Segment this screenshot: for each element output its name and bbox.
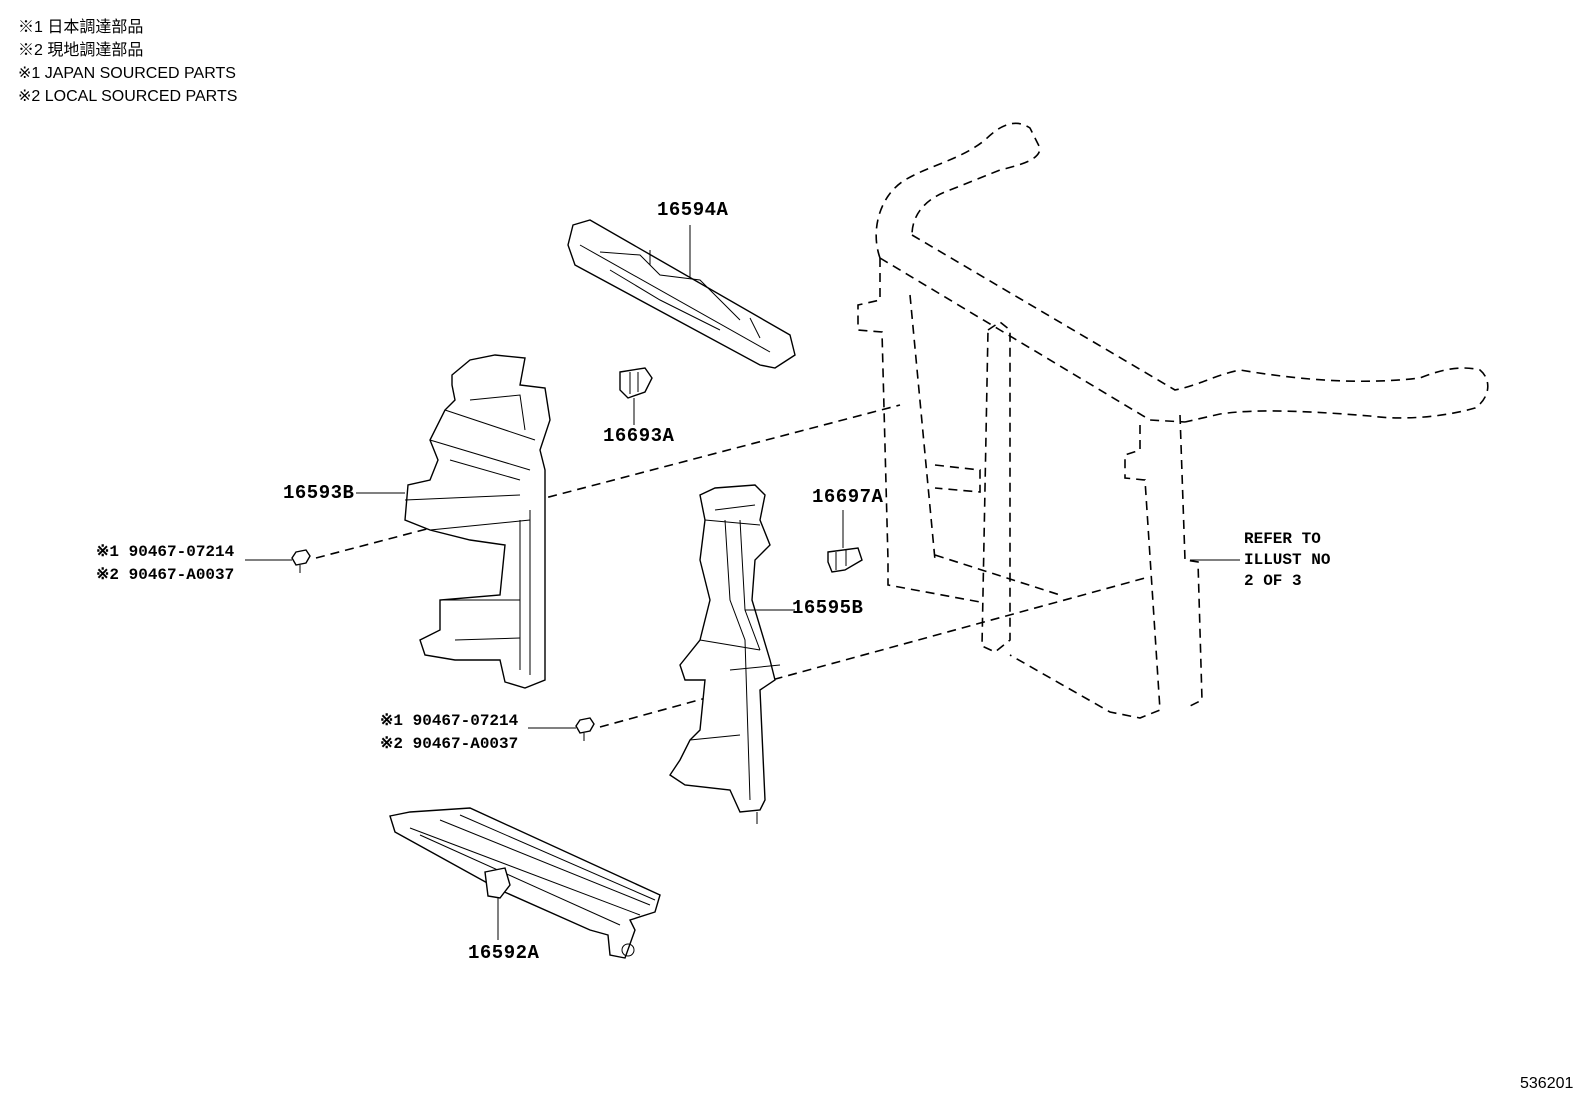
clip-16697A-drawing bbox=[827, 547, 863, 573]
seal-16593B-drawing bbox=[404, 354, 551, 689]
fastener-lower-line1[interactable]: ※1 90467-07214 bbox=[380, 712, 519, 730]
seal-16595B-drawing bbox=[669, 484, 781, 824]
part-label-16693A[interactable]: 16693A bbox=[603, 425, 675, 447]
fastener-leader-lower bbox=[599, 577, 1146, 728]
diagram-code: 536201 bbox=[1520, 1075, 1574, 1092]
part-label-16697A[interactable]: 16697A bbox=[812, 486, 884, 508]
seal-16592A-drawing bbox=[389, 807, 661, 959]
part-label-16593B[interactable]: 16593B bbox=[283, 482, 355, 504]
clip-16693A-drawing bbox=[619, 367, 653, 399]
fastener-lower-line2[interactable]: ※2 90467-A0037 bbox=[380, 735, 519, 753]
fastener-upper-line2[interactable]: ※2 90467-A0037 bbox=[96, 566, 235, 584]
refer-line-2: ILLUST NO bbox=[1244, 551, 1331, 569]
bolt-lower-drawing bbox=[575, 717, 595, 741]
part-label-16594A[interactable]: 16594A bbox=[657, 199, 729, 221]
radiator-support-outline bbox=[857, 122, 1489, 719]
seal-16594A-drawing bbox=[567, 219, 796, 369]
bolt-upper-drawing bbox=[291, 549, 311, 573]
refer-line-3: 2 OF 3 bbox=[1244, 572, 1302, 590]
part-label-16595B[interactable]: 16595B bbox=[792, 597, 864, 619]
legend-line-1: ※1 日本調達部品 bbox=[18, 19, 144, 36]
part-label-16592A[interactable]: 16592A bbox=[468, 942, 540, 964]
fastener-leader-upper bbox=[315, 404, 901, 559]
refer-line-1: REFER TO bbox=[1244, 530, 1321, 548]
fastener-upper-line1[interactable]: ※1 90467-07214 bbox=[96, 543, 235, 561]
legend-line-2: ※2 現地調達部品 bbox=[18, 42, 144, 59]
legend-line-4: ※2 LOCAL SOURCED PARTS bbox=[18, 88, 238, 105]
legend-line-3: ※1 JAPAN SOURCED PARTS bbox=[18, 65, 236, 82]
